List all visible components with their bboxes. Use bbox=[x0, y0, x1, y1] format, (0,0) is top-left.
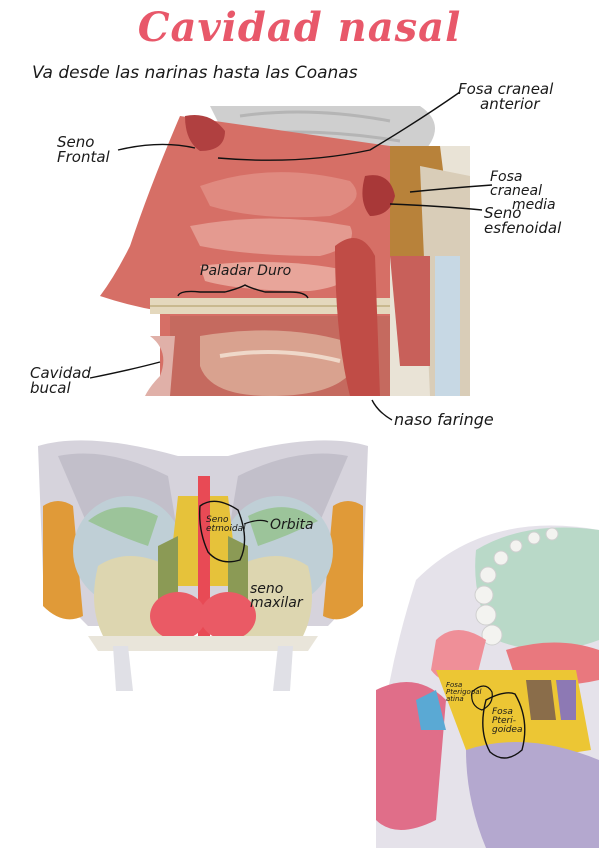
label-fosa-anterior-line1: Fosa craneal bbox=[458, 80, 554, 98]
label-seno-etmoidal: Seno etmoidal bbox=[206, 516, 246, 534]
label-seno-etmoidal-line1: Seno bbox=[206, 515, 229, 525]
label-cavidad-bucal-line2: bucal bbox=[30, 379, 71, 397]
label-paladar-duro: Paladar Duro bbox=[200, 263, 292, 279]
label-seno-esfenoidal-line2: esfenoidal bbox=[484, 219, 562, 237]
label-fosa-craneal-anterior: Fosa craneal anterior bbox=[458, 82, 553, 112]
label-seno-maxilar-line2: maxilar bbox=[250, 595, 303, 611]
page-subtitle: Va desde las narinas hasta las Coanas bbox=[32, 63, 358, 83]
label-fosa-pterigoidea: Fosa Pteri- goidea bbox=[492, 708, 523, 735]
label-seno-etmoidal-line2: etmoidal bbox=[206, 524, 246, 534]
label-nasofaringe: naso faringe bbox=[394, 410, 494, 429]
label-fosa-pterigopalatina: Fosa Pterigopal atina bbox=[446, 682, 482, 703]
label-seno-maxilar-line1: seno bbox=[250, 581, 284, 597]
label-seno-esfenoidal-line1: Seno bbox=[484, 204, 522, 222]
label-seno-maxilar: seno maxilar bbox=[250, 582, 303, 610]
coronal-skull-sinuses-illustration bbox=[38, 440, 368, 691]
label-fosa-media-line3: media bbox=[512, 197, 556, 213]
label-fosa-pterigoidea-line3: goidea bbox=[492, 725, 523, 735]
label-fosa-pterigoidea-line1: Fosa bbox=[492, 707, 513, 717]
label-fosa-anterior-line2: anterior bbox=[480, 95, 540, 113]
label-seno-frontal: Seno Frontal bbox=[57, 135, 110, 165]
label-fosa-pterigopalatina-line2: Pterigopal bbox=[446, 688, 482, 696]
label-cavidad-bucal: Cavidad bucal bbox=[30, 366, 91, 396]
label-fosa-pterigopalatina-line3: atina bbox=[446, 695, 464, 703]
label-fosa-pterigopalatina-line1: Fosa bbox=[446, 681, 463, 689]
label-seno-frontal-line1: Seno bbox=[57, 133, 95, 151]
label-fosa-media-line2: craneal bbox=[490, 183, 542, 199]
label-fosa-craneal-media: Fosa craneal media bbox=[490, 170, 556, 212]
label-seno-frontal-line2: Frontal bbox=[57, 148, 110, 166]
label-fosa-media-line1: Fosa bbox=[490, 169, 523, 185]
label-cavidad-bucal-line1: Cavidad bbox=[30, 364, 91, 382]
label-seno-esfenoidal: Seno esfenoidal bbox=[484, 206, 561, 236]
label-orbita: Orbita bbox=[270, 517, 314, 533]
page-title: Cavidad nasal bbox=[137, 4, 462, 51]
label-fosa-pterigoidea-line2: Pteri- bbox=[492, 716, 516, 726]
